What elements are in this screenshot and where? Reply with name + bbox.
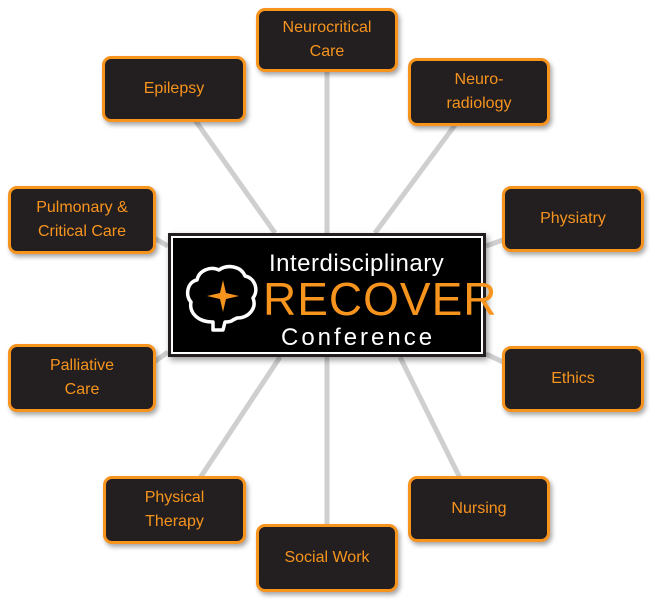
brain-icon <box>185 264 258 332</box>
node-neurocritical-care: Neurocritical Care <box>256 8 398 72</box>
connector-neuroradiology <box>372 123 458 235</box>
connector-ethics <box>484 351 505 365</box>
node-physiatry: Physiatry <box>502 186 644 252</box>
node-ethics: Ethics <box>502 346 644 412</box>
title-line-2: RECOVER <box>263 273 498 325</box>
connector-epilepsy <box>192 118 278 235</box>
node-neuroradiology: Neuro- radiology <box>408 58 550 126</box>
title-line-1: Interdisciplinary <box>269 250 445 277</box>
connector-pulmonary-critical-care <box>152 235 170 249</box>
node-pulmonary-critical-care: Pulmonary & Critical Care <box>8 186 156 254</box>
connector-physiatry <box>485 237 504 249</box>
connector-physical-therapy <box>197 355 283 480</box>
connector-nursing <box>397 355 463 480</box>
node-physical-therapy: Physical Therapy <box>103 476 246 544</box>
node-social-work: Social Work <box>256 524 398 592</box>
connector-palliative-care <box>152 349 170 365</box>
center-node: Interdisciplinary RECOVER Conference <box>168 233 496 357</box>
title-line-3: Conference <box>281 324 436 351</box>
node-nursing: Nursing <box>408 476 550 542</box>
node-palliative-care: Palliative Care <box>8 344 156 412</box>
node-epilepsy: Epilepsy <box>102 56 246 122</box>
